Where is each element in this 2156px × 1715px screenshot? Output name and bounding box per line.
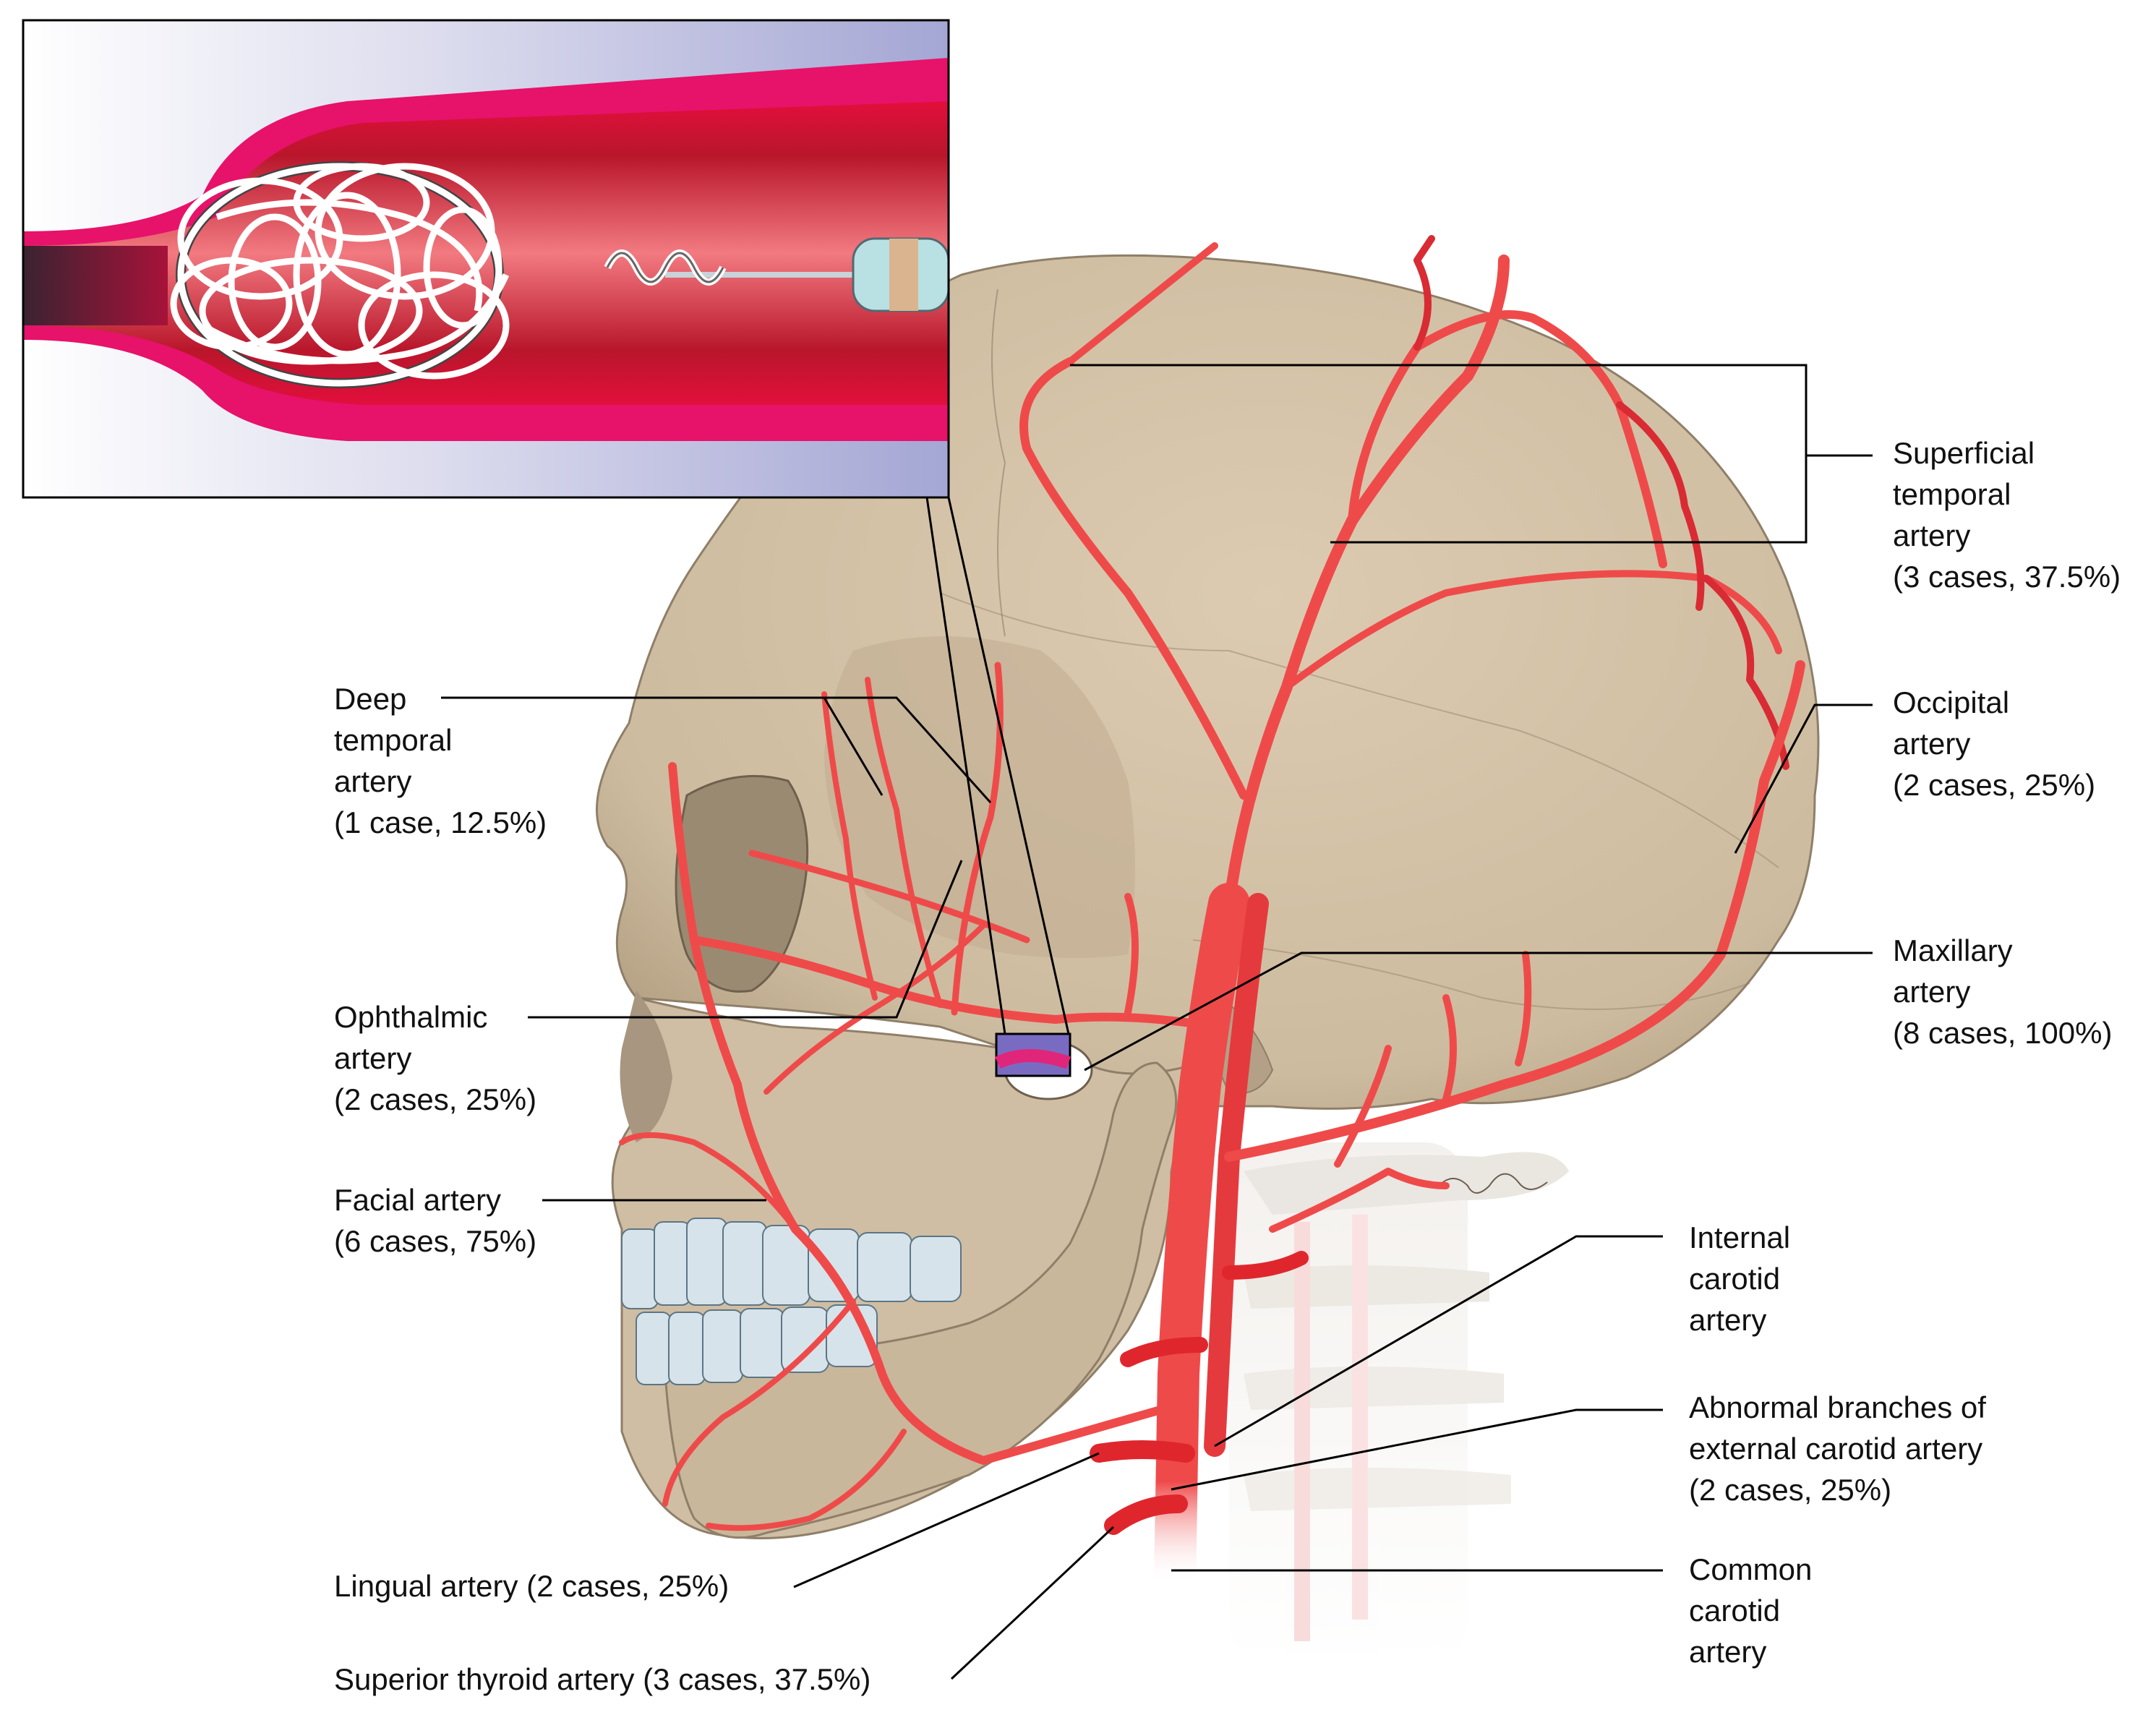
- label-line: Deep: [334, 682, 407, 716]
- catheter-coil-inset: [22, 19, 950, 499]
- label-line: artery: [1893, 518, 1971, 552]
- label-line: (8 cases, 100%): [1893, 1016, 2113, 1050]
- facial-vessel: [668, 762, 1190, 1465]
- label-line: Superior thyroid artery (3 cases, 37.5%): [334, 1662, 871, 1696]
- coil-mass: [170, 161, 510, 388]
- label-line: (6 cases, 75%): [334, 1224, 537, 1258]
- label-line: Ophthalmic: [334, 1000, 488, 1034]
- label-line: carotid: [1689, 1594, 1781, 1628]
- label-line: artery: [1893, 727, 1971, 761]
- label-line: (1 case, 12.5%): [334, 805, 547, 839]
- label-line: Internal: [1689, 1220, 1791, 1254]
- label-ophthalmic: Ophthalmic artery (2 cases, 25%): [334, 996, 536, 1120]
- label-superior-thyroid: Superior thyroid artery (3 cases, 37.5%): [334, 1659, 870, 1700]
- occipital-vessel: [1224, 660, 1805, 1162]
- lingual-vessel: [1090, 1440, 1195, 1463]
- label-line: artery: [1689, 1635, 1767, 1669]
- label-line: artery: [1689, 1303, 1767, 1337]
- label-line: Occipital: [1893, 685, 2010, 719]
- label-line: (2 cases, 25%): [334, 1082, 537, 1116]
- label-line: artery: [334, 764, 412, 798]
- label-deep-temporal: Deep temporal artery (1 case, 12.5%): [334, 678, 547, 843]
- label-line: carotid: [1689, 1262, 1781, 1296]
- upper-teeth: [621, 1218, 962, 1309]
- label-occipital: Occipital artery (2 cases, 25%): [1893, 682, 2095, 805]
- label-line: artery: [1893, 975, 1971, 1009]
- label-line: Superficial: [1893, 436, 2035, 470]
- label-abnormal-branches: Abnormal branches of external carotid ar…: [1689, 1387, 1986, 1510]
- label-line: Lingual artery (2 cases, 25%): [334, 1569, 730, 1603]
- label-superficial-temporal: Superficial temporal artery (3 cases, 37…: [1893, 432, 2121, 597]
- label-line: temporal: [1893, 477, 2011, 511]
- label-line: artery: [334, 1041, 412, 1075]
- label-maxillary: Maxillary artery (8 cases, 100%): [1893, 930, 2112, 1053]
- label-line: Common: [1689, 1552, 1813, 1586]
- label-leaders: [441, 364, 1873, 1680]
- label-line: (2 cases, 25%): [1689, 1473, 1892, 1507]
- label-line: Facial artery: [334, 1183, 502, 1217]
- label-facial: Facial artery (6 cases, 75%): [334, 1179, 536, 1262]
- label-internal-carotid: Internal carotid artery: [1689, 1217, 1790, 1340]
- label-line: (2 cases, 25%): [1893, 768, 2096, 802]
- label-line: external carotid artery: [1689, 1432, 1983, 1466]
- superior-thyroid-vessel: [1104, 1494, 1188, 1535]
- arteries: [619, 235, 1805, 1604]
- label-line: Maxillary: [1893, 933, 2013, 967]
- inset-leaders: [925, 497, 1070, 1035]
- common-carotid-vessel: [1154, 883, 1250, 1604]
- cervical-spine: [1229, 1142, 1569, 1663]
- label-line: (3 cases, 37.5%): [1893, 560, 2121, 594]
- label-line: temporal: [334, 723, 453, 757]
- label-line: Abnormal branches of: [1689, 1390, 1986, 1424]
- label-lingual: Lingual artery (2 cases, 25%): [334, 1565, 729, 1607]
- label-common-carotid: Common carotid artery: [1689, 1549, 1812, 1672]
